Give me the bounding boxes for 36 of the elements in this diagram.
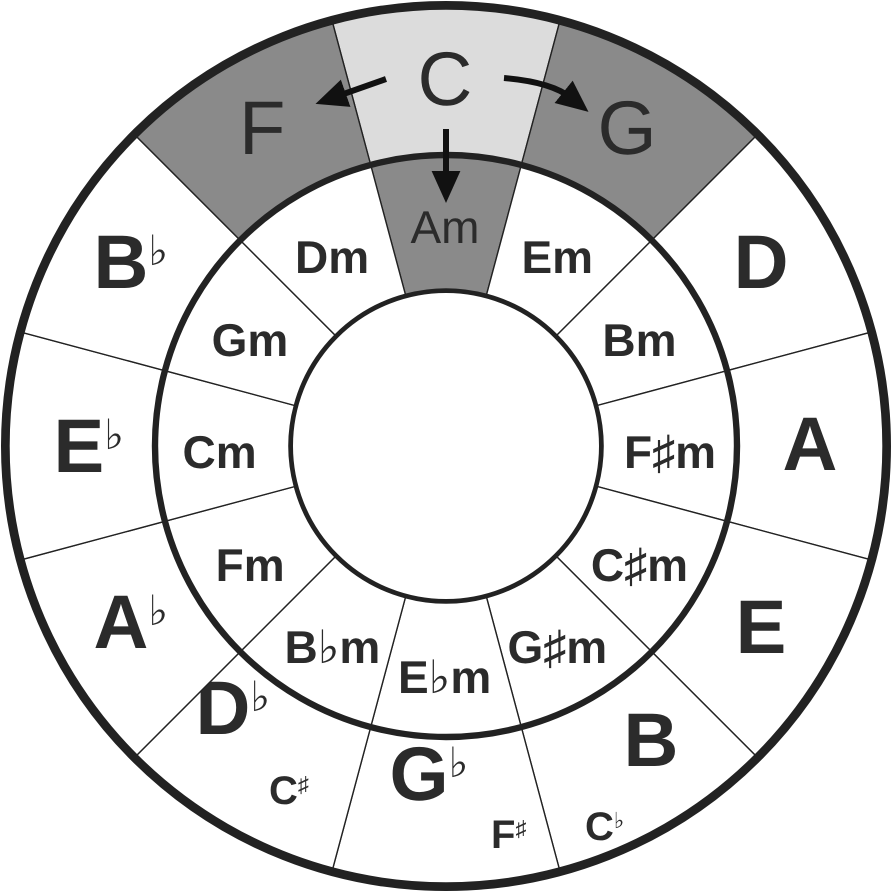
key-sector [332,728,560,884]
key-name: A [782,407,838,483]
key-name: E$^{♭}$ [54,409,124,485]
chord-name: Cm [182,429,257,475]
chord-name: Am [410,204,480,250]
key-name: F [239,90,286,167]
chord-name: Fm [216,542,285,588]
arrow [316,76,387,107]
arrow [504,75,590,112]
chord-sector [596,370,735,522]
key-sector [332,8,560,164]
enharmonic-key-name: C$^{♯}$ [269,771,309,811]
arrow [432,129,460,203]
enharmonic-key-name: F$^{♯}$ [491,815,526,855]
key-sector [728,332,884,560]
chord-name: G♯m [508,624,608,670]
key-name: D$^{♭}$ [196,671,270,747]
chord-name: Em [522,234,594,280]
chord-name: Gm [212,316,288,362]
chord-name: Bm [602,316,677,362]
chord-sector [157,370,296,522]
key-name: A$^{♭}$ [94,585,168,661]
chord-name: Dm [295,234,370,280]
chord-name: B♭m [284,624,380,670]
enharmonic-key-name: C$^{♭}$ [585,807,624,847]
key-name: C [418,42,472,118]
chord-name: F♯m [624,429,716,475]
key-name: B [624,703,678,779]
chord-name: E♭m [398,654,492,700]
key-name: B$^{♭}$ [94,225,168,301]
key-name: D [734,224,788,300]
chord-name: C♯m [590,542,688,588]
key-name: G [598,90,657,167]
key-sector [8,332,164,560]
key-name: G$^{♭}$ [390,737,468,813]
key-name: E [736,590,786,666]
